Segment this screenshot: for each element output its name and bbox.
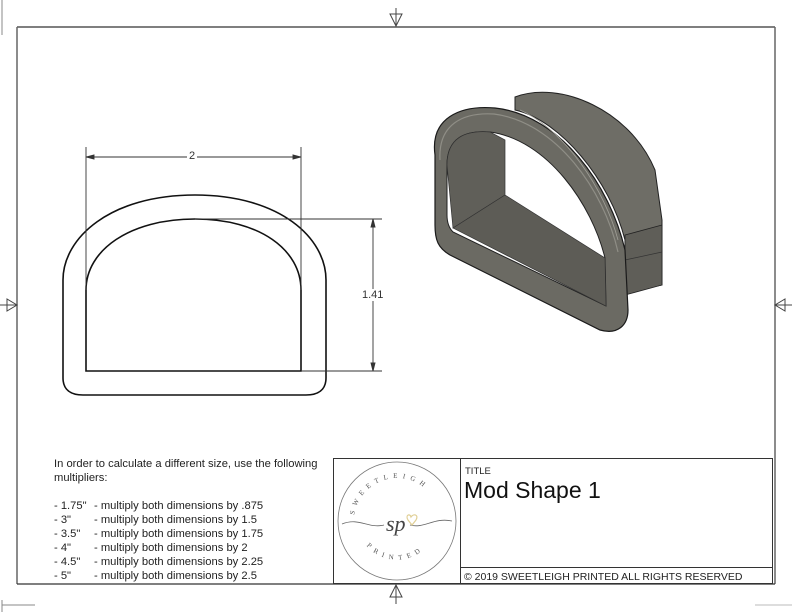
title-cell: TITLE Mod Shape 1 (461, 459, 772, 567)
svg-text:SWEETLEIGH: SWEETLEIGH (348, 472, 430, 516)
drawing-title: Mod Shape 1 (464, 477, 601, 503)
multiplier-row: - 4" - multiply both dimensions by 2 (54, 541, 329, 555)
multiplier-size: - 3.5" (54, 528, 81, 540)
multiplier-size: - 3" (54, 514, 72, 526)
multiplier-text: - multiply both dimensions by .875 (94, 500, 264, 512)
copyright-cell: © 2019 SWEETLEIGH PRINTED ALL RIGHTS RES… (461, 567, 772, 583)
height-dimension-label: 1.41 (360, 289, 386, 301)
notes-intro: In order to calculate a different size, … (54, 458, 318, 484)
front-view-2d (62, 194, 327, 396)
multiplier-size: - 1.75" (54, 500, 87, 512)
height-dimension (195, 218, 382, 372)
title-block: SWEETLEIGH PRINTED sp TITLE Mod Shape 1 … (333, 458, 773, 584)
logo-top-text: SWEETLEIGH (348, 472, 425, 516)
width-dimension-label: 2 (187, 150, 198, 162)
outer-profile (62, 194, 327, 396)
center-mark-top-icon (389, 8, 403, 28)
size-multiplier-notes: In order to calculate a different size, … (54, 457, 329, 583)
center-mark-right-icon (774, 298, 792, 312)
multiplier-size: - 4" (54, 542, 72, 554)
multiplier-text: - multiply both dimensions by 2.25 (94, 556, 264, 568)
multiplier-row: - 3.5" - multiply both dimensions by 1.7… (54, 527, 329, 541)
logo-cell: SWEETLEIGH PRINTED sp (334, 459, 461, 583)
multiplier-text: - multiply both dimensions by 1.75 (94, 528, 264, 540)
multiplier-text: - multiply both dimensions by 2.5 (94, 570, 257, 582)
center-mark-bottom-icon (389, 583, 403, 604)
isometric-3d-view (433, 91, 663, 332)
multiplier-size: - 5" (54, 570, 72, 582)
logo-monogram: sp (386, 511, 406, 536)
inner-profile (85, 218, 302, 372)
multiplier-text: - multiply both dimensions by 2 (94, 542, 248, 554)
sweetleigh-logo-icon: SWEETLEIGH PRINTED sp (337, 461, 457, 581)
logo-bottom-text: PRINTED (365, 541, 421, 562)
center-mark-left-icon (0, 298, 18, 312)
multiplier-text: - multiply both dimensions by 1.5 (94, 514, 257, 526)
multiplier-row: - 3" - multiply both dimensions by 1.5 (54, 513, 329, 527)
multiplier-row: - 1.75" - multiply both dimensions by .8… (54, 499, 329, 513)
title-label: TITLE (465, 466, 491, 477)
multiplier-row: - 5" - multiply both dimensions by 2.5 (54, 569, 329, 583)
copyright-text: © 2019 SWEETLEIGH PRINTED ALL RIGHTS RES… (464, 571, 743, 583)
multiplier-size: - 4.5" (54, 556, 81, 568)
svg-text:PRINTED: PRINTED (365, 541, 426, 562)
multiplier-row: - 4.5" - multiply both dimensions by 2.2… (54, 555, 329, 569)
